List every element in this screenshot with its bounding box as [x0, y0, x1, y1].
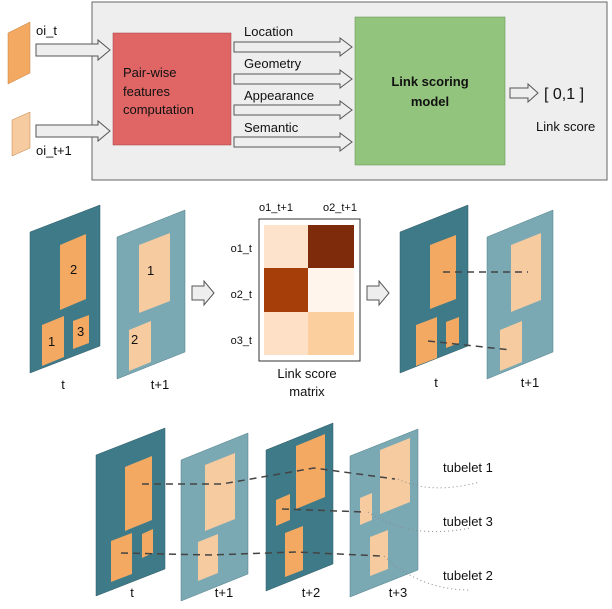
- tube-frame-t2-box-a: [296, 434, 325, 509]
- matrix-cell-2-2: [308, 268, 354, 312]
- result-frame-t1-box-b: [500, 321, 522, 371]
- middle-arrow-2: [366, 279, 390, 307]
- matrix-cell-3-1: [264, 312, 308, 355]
- tube-frame-t1-box-b: [198, 534, 218, 581]
- matrix-col-1: o1_t+1: [259, 202, 293, 214]
- tube-frame-t3-box-c: [370, 530, 388, 576]
- feature-arrow-geometry: [233, 69, 353, 89]
- tubelet-2-leader: [383, 555, 471, 591]
- matrix-row-1: o1_t: [231, 243, 252, 255]
- pairwise-features-box: [112, 32, 232, 146]
- tube-frame-t1-box-a: [205, 453, 235, 531]
- output-arrow: [509, 82, 539, 104]
- frame-t-box-2: [60, 234, 86, 310]
- result-frame-t-box-c: [446, 317, 459, 348]
- matrix-cell-1-2: [308, 225, 354, 268]
- frame-t-box-1: [42, 316, 64, 366]
- matrix-caption-line2: matrix: [289, 384, 325, 399]
- pairwise-line2: features: [123, 84, 170, 99]
- tube-frame-t-box-c: [142, 529, 153, 558]
- feature-appearance: Appearance: [244, 88, 314, 103]
- frame-t-box-2-label: 2: [70, 262, 77, 277]
- result-frame-t-box-b: [416, 317, 437, 366]
- feature-arrow-semantic: [233, 132, 353, 152]
- result-frame-t-label: t: [434, 375, 438, 390]
- score-range: [ 0,1 ]: [544, 86, 584, 103]
- feature-location: Location: [244, 24, 293, 39]
- frame-t1-box-1-label: 1: [147, 263, 154, 278]
- matrix-cell-1-1: [264, 225, 308, 268]
- tube-frame-t3-label: t+3: [389, 585, 407, 600]
- tube-frame-t-label: t: [130, 585, 134, 600]
- frame-t1-box-1: [139, 233, 170, 313]
- model-line1: Link scoring: [391, 74, 468, 89]
- tubelet-3-label: tubelet 3: [443, 514, 493, 529]
- matrix-row-3: o3_t: [231, 335, 252, 347]
- pairwise-line3: computation: [123, 102, 194, 117]
- tubelet-3-link: [281, 508, 367, 513]
- input-object-t1-label: oi_t+1: [36, 143, 72, 158]
- frame-t1-label: t+1: [151, 377, 169, 392]
- tubelet-1-label: tubelet 1: [443, 460, 493, 475]
- pairwise-line1: Pair-wise: [123, 65, 176, 80]
- input-arrow-a: [35, 38, 111, 62]
- feature-semantic: Semantic: [244, 120, 299, 135]
- tube-frame-t3-box-b: [360, 493, 372, 525]
- result-frame-t1-label: t+1: [521, 375, 539, 390]
- input-object-t: [7, 21, 31, 85]
- tube-frame-t2-box-b: [276, 494, 290, 526]
- feature-arrow-appearance: [233, 100, 353, 120]
- tube-frame-t3-box-a: [380, 438, 410, 514]
- matrix-row-2: o2_t: [231, 289, 252, 301]
- link-score-label: Link score: [536, 119, 595, 134]
- tube-frame-t2-label: t+2: [302, 585, 320, 600]
- frame-t1-box-2: [129, 321, 151, 371]
- result-frame-t1-box-a: [511, 233, 541, 312]
- middle-arrow-1: [191, 279, 215, 307]
- tubelet-2-label: tubelet 2: [443, 568, 493, 583]
- input-object-t1: [11, 111, 31, 157]
- matrix-col-2: o2_t+1: [323, 202, 357, 214]
- input-object-t-label: oi_t: [36, 23, 57, 38]
- tubelet-2-link: [120, 551, 382, 557]
- frame-t-box-1-label: 1: [48, 334, 55, 349]
- frame-t-label: t: [61, 377, 65, 392]
- frame-t-box-3-label: 3: [77, 324, 84, 339]
- input-arrow-b: [35, 119, 111, 143]
- model-line2: model: [411, 94, 449, 109]
- feature-geometry: Geometry: [244, 56, 302, 71]
- frame-t1-box-2-label: 2: [131, 332, 138, 347]
- tube-frame-t-box-b: [111, 533, 132, 582]
- matrix-caption-line1: Link score: [277, 366, 336, 381]
- feature-arrow-location: [233, 37, 353, 57]
- tube-frame-t1-label: t+1: [215, 585, 233, 600]
- matrix-cell-3-2: [308, 312, 354, 355]
- result-link-2: [427, 340, 512, 351]
- tubelet-1-link: [142, 467, 396, 485]
- tube-frame-t-box-a: [125, 456, 152, 531]
- link-scoring-model-box: [354, 16, 506, 166]
- matrix-cell-2-1: [264, 268, 308, 312]
- frame-t-box-3: [73, 315, 89, 349]
